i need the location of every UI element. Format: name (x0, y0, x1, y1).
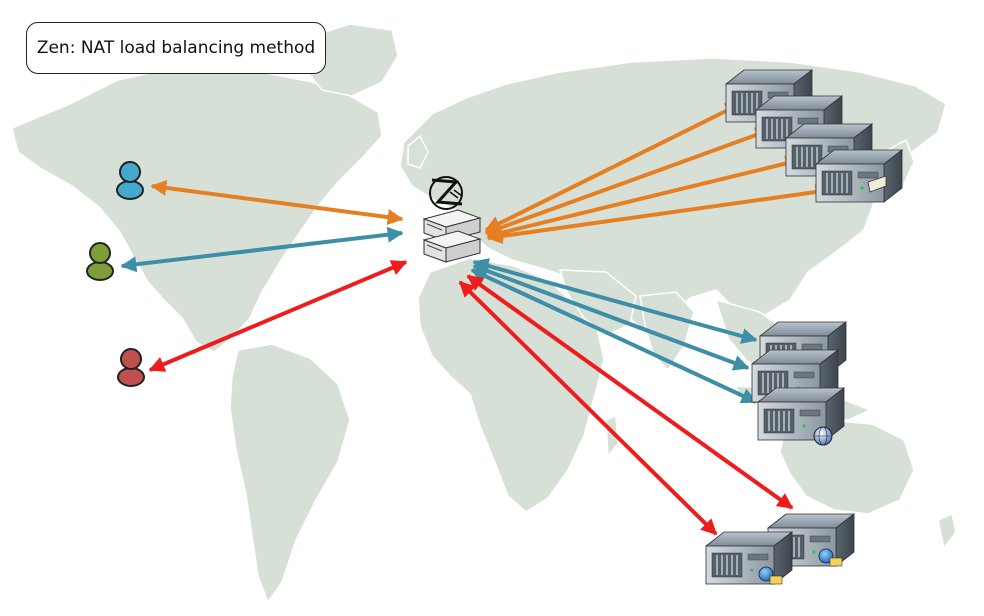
diagram-title: Zen: NAT load balancing method (36, 38, 316, 58)
server-group-teal (751, 321, 847, 446)
arrow-balancer-to-red-server-2 (466, 274, 794, 510)
map-new-zealand (937, 512, 957, 550)
client-red-user-icon (117, 348, 145, 387)
arrow-client-red-to-balancer (148, 260, 408, 372)
arrow-balancer-to-orange-server-4 (486, 184, 832, 244)
connection-arrows (120, 102, 832, 536)
client-green-user-icon (86, 242, 114, 281)
globe-folder-icon-2 (758, 566, 783, 585)
map-uk (407, 134, 429, 169)
zen-logo-icon (429, 176, 463, 210)
arrow-client-blue-to-balancer (150, 179, 404, 226)
power-plug-icon (867, 175, 887, 193)
server-orange-4 (815, 149, 903, 203)
server-group-red (705, 513, 855, 585)
server-group-orange (725, 69, 903, 203)
zen-load-balancer (423, 176, 481, 263)
client-blue-user-icon (116, 161, 144, 200)
globe-folder-icon-1 (818, 548, 843, 567)
map-south-america (229, 343, 351, 604)
diagram-title-box: Zen: NAT load balancing method (26, 22, 326, 74)
globe-icon (813, 426, 833, 446)
